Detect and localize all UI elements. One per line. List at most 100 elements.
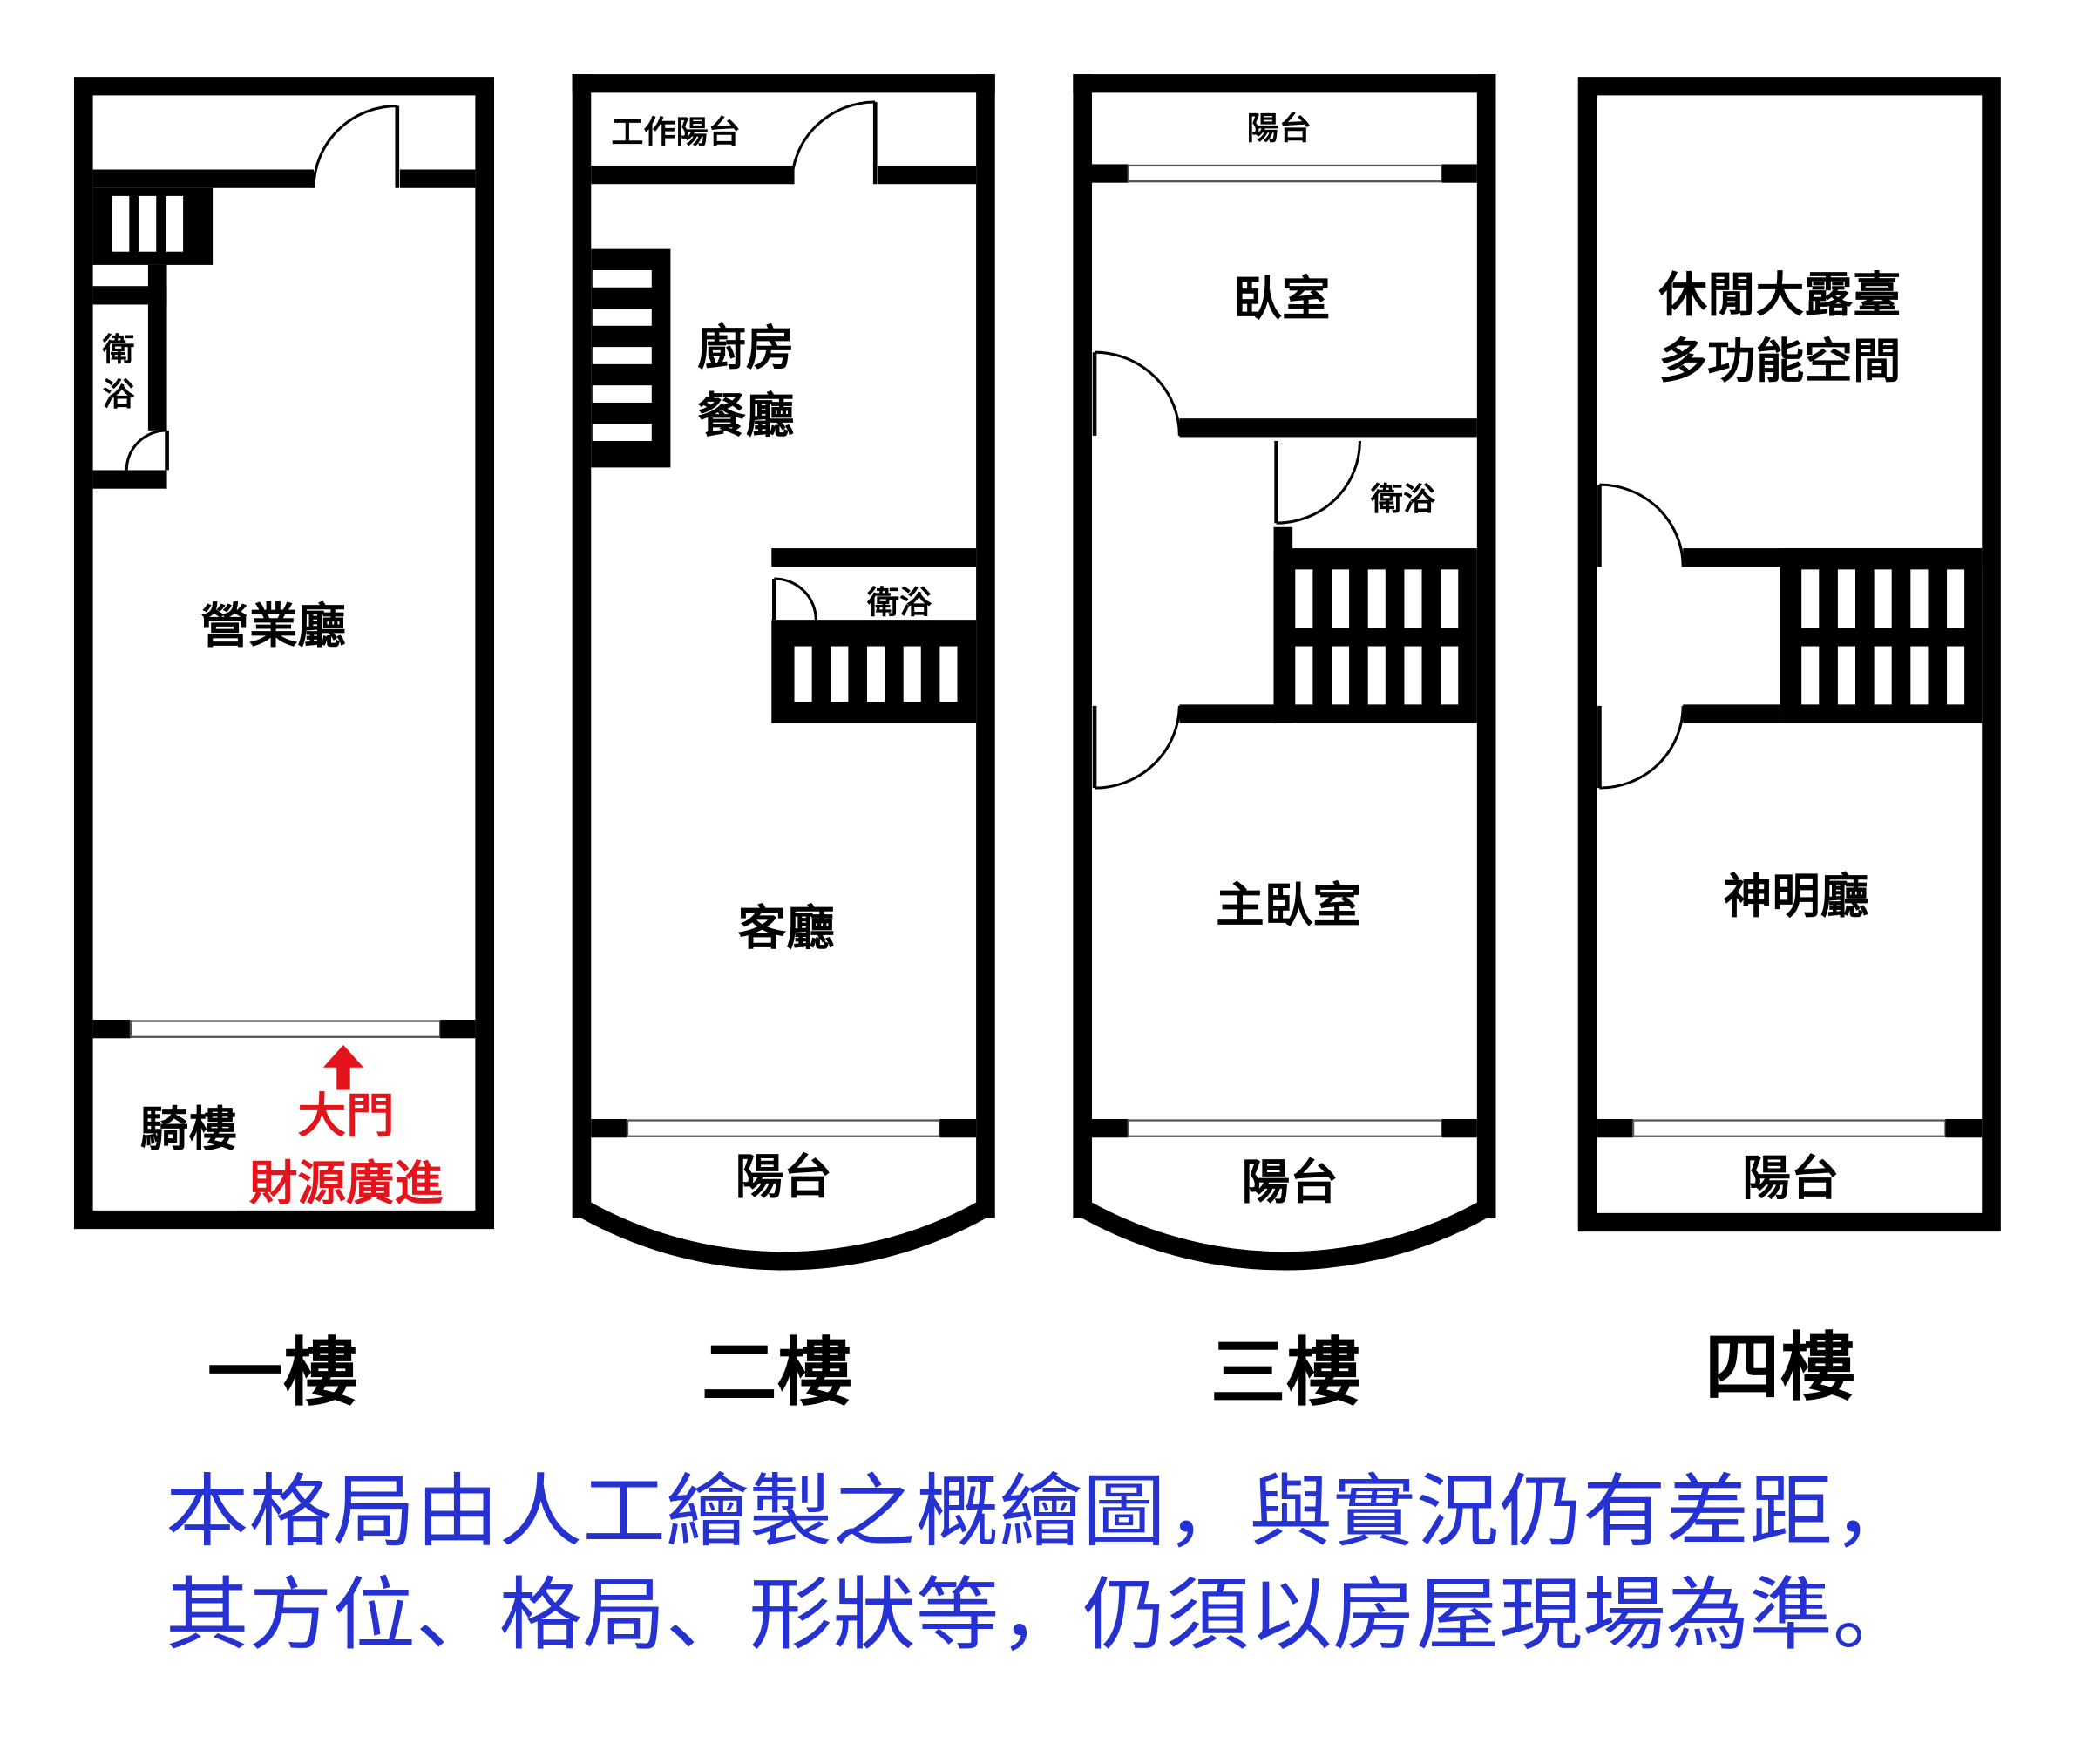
stair-tread xyxy=(1404,646,1422,705)
floor4-shrine-hall-wall xyxy=(1683,704,1780,723)
stair-tread xyxy=(1837,569,1855,628)
floor1-plan: 衛浴 營業廳 騎樓 大門 財源廣進 一樓 xyxy=(73,77,495,1416)
floor2-rear-door xyxy=(790,100,878,185)
floor3-balcony-curved-wall xyxy=(1077,1199,1492,1271)
floor4-terrace-label-line1: 休閒大露臺 xyxy=(1658,268,1901,323)
stair-tread xyxy=(1441,646,1459,705)
stair-tread xyxy=(1295,646,1313,705)
floor2-left-wall xyxy=(572,74,592,1218)
window-pier-left xyxy=(1091,164,1129,183)
floor2-plan: 工作陽台 廚房 餐廳 衛浴 客廳 xyxy=(572,74,995,1416)
floor2-bath-top-wall xyxy=(771,548,977,567)
floor2-work-balcony-label: 工作陽台 xyxy=(611,113,740,151)
disclaimer-line2: 其方位、格局、形狀等，仍須以房屋現場為準。 xyxy=(166,1569,1915,1661)
stair-tread xyxy=(794,646,812,702)
stair-tread xyxy=(1801,569,1820,628)
stair-tread xyxy=(1910,569,1929,628)
stair-tread xyxy=(939,646,958,702)
floor1-arcade-label: 騎樓 xyxy=(140,1102,237,1157)
floor4-outer-wall xyxy=(1577,77,2001,1232)
floor1-bathroom-label: 衛浴 xyxy=(101,331,134,413)
window-pier-right xyxy=(1945,1118,1983,1138)
stair-tread xyxy=(592,309,652,326)
floor3-title: 三樓 xyxy=(1210,1330,1361,1416)
window-pier-right xyxy=(1441,164,1477,183)
floor3-right-wall xyxy=(1476,74,1496,1218)
floor4-terrace-door xyxy=(1597,483,1685,567)
door-swing-arc xyxy=(1599,483,1685,567)
window-pier-right xyxy=(1441,1118,1477,1138)
stair-tread xyxy=(1947,569,1965,628)
floor3-rear-window xyxy=(1091,164,1477,183)
floor3-stairs xyxy=(1273,548,1477,723)
stair-tread xyxy=(1331,646,1350,705)
floor3-plan: 陽台 臥室 衛浴 xyxy=(1073,74,1496,1416)
floor1-rear-wall-left xyxy=(92,169,314,188)
window-pane xyxy=(1631,1119,1947,1137)
floor3-rear-balcony-label: 陽台 xyxy=(1247,110,1312,147)
floor2-living-room-label: 客廳 xyxy=(738,901,835,956)
stair-tread xyxy=(903,646,921,702)
floor3-bedroom-wall xyxy=(1179,418,1477,438)
floor3-master-bedroom-wall xyxy=(1179,704,1274,723)
window-pane xyxy=(1127,1119,1443,1137)
door-swing-arc xyxy=(1276,440,1361,525)
floor3-bathroom-label: 衛浴 xyxy=(1370,480,1435,518)
stair-tread xyxy=(1910,646,1929,705)
floor2-balcony-label: 陽台 xyxy=(736,1150,832,1205)
stair-tread xyxy=(592,385,652,403)
stair-tread xyxy=(1837,646,1855,705)
floor2-rear-wall-left xyxy=(591,165,795,185)
floor3-top-wall xyxy=(1073,74,1496,93)
floor2-balcony-curved-wall xyxy=(577,1199,991,1271)
floor2-top-wall xyxy=(572,74,995,93)
stair-tread xyxy=(1367,646,1386,705)
floor3-front-window xyxy=(1091,1118,1477,1138)
floor4-balcony-label: 陽台 xyxy=(1742,1151,1839,1206)
stair-tread xyxy=(1874,646,1892,705)
stair-tread xyxy=(831,646,849,702)
floor1-rear-door xyxy=(312,105,400,188)
stair-tread xyxy=(112,195,130,252)
window-pier-right xyxy=(440,1020,476,1039)
stair-tread xyxy=(1801,646,1820,705)
floor1-bath-bottom-wall xyxy=(92,470,167,489)
disclaimer-line1: 本格局由人工繪製之概繪圖，與實況仍有差距， xyxy=(166,1465,1915,1557)
stair-tread xyxy=(866,646,885,702)
stair-tread xyxy=(1947,646,1965,705)
floor1-stairs xyxy=(92,187,214,265)
door-swing-arc xyxy=(790,100,876,185)
floor1-front-window xyxy=(92,1020,476,1039)
floor2-title: 二樓 xyxy=(702,1330,852,1416)
door-swing-arc xyxy=(1095,350,1181,436)
floor1-bath-door xyxy=(125,429,169,471)
floor2-stairs-right xyxy=(771,620,977,723)
disclaimer: 本格局由人工繪製之概繪圖，與實況仍有差距， 其方位、格局、形狀等，仍須以房屋現場… xyxy=(166,1465,1915,1661)
floor2-bath-door xyxy=(772,577,817,621)
floor3-bedroom-label: 臥室 xyxy=(1233,272,1330,327)
stair-tread xyxy=(139,195,157,252)
floor4-front-window xyxy=(1597,1118,1983,1138)
floor2-rear-wall-right xyxy=(878,165,977,185)
window-pier-right xyxy=(939,1118,977,1138)
window-pier-left xyxy=(1597,1118,1634,1138)
floor1-title: 一樓 xyxy=(207,1330,358,1416)
stair-tread xyxy=(1331,569,1350,628)
floor3-master-bedroom-door xyxy=(1092,705,1181,790)
floor4-shrine-hall-door xyxy=(1597,705,1685,790)
stair-tread xyxy=(592,424,652,441)
stair-tread xyxy=(1441,569,1459,628)
floor4-plan: 休閒大露臺 多功能空間 神明廳 xyxy=(1577,77,2001,1411)
floor3-master-bedroom-label: 主臥室 xyxy=(1216,879,1361,933)
floor1-bath-side-wall xyxy=(147,264,167,431)
window-pane xyxy=(626,1119,941,1137)
stair-tread xyxy=(592,347,652,364)
floor4-title: 四樓 xyxy=(1705,1325,1855,1411)
window-pier-left xyxy=(92,1020,131,1039)
stair-tread xyxy=(1367,569,1386,628)
floor2-front-window xyxy=(591,1118,977,1138)
floor4-shrine-hall-label: 神明廳 xyxy=(1724,869,1869,924)
stair-tread xyxy=(592,269,652,288)
floor2-right-wall xyxy=(976,74,995,1218)
